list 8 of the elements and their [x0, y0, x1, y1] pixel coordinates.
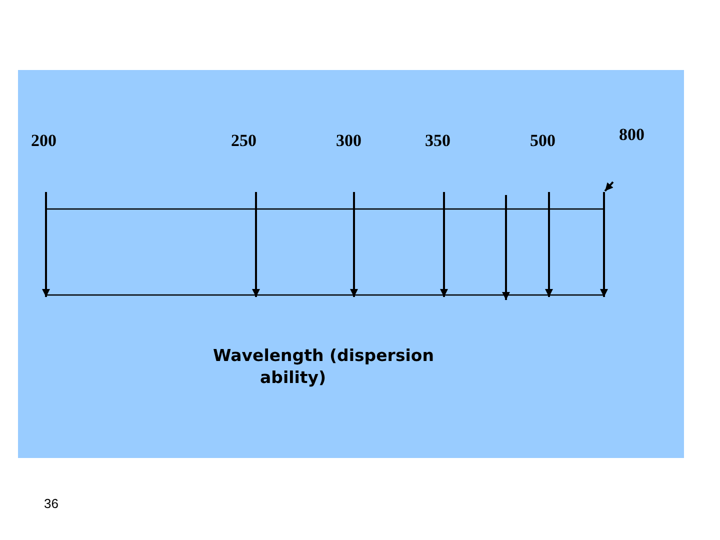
scale-value: 800 [619, 125, 644, 145]
scale-value: 200 [31, 131, 56, 151]
scale-value: 300 [336, 131, 362, 151]
page-number: 36 [44, 496, 58, 512]
scale-value: 350 [425, 131, 450, 151]
scale-value: 500 [530, 131, 556, 151]
axis-title: Wavelength (dispersion ability) [213, 345, 436, 389]
scale-value: 250 [231, 131, 256, 151]
